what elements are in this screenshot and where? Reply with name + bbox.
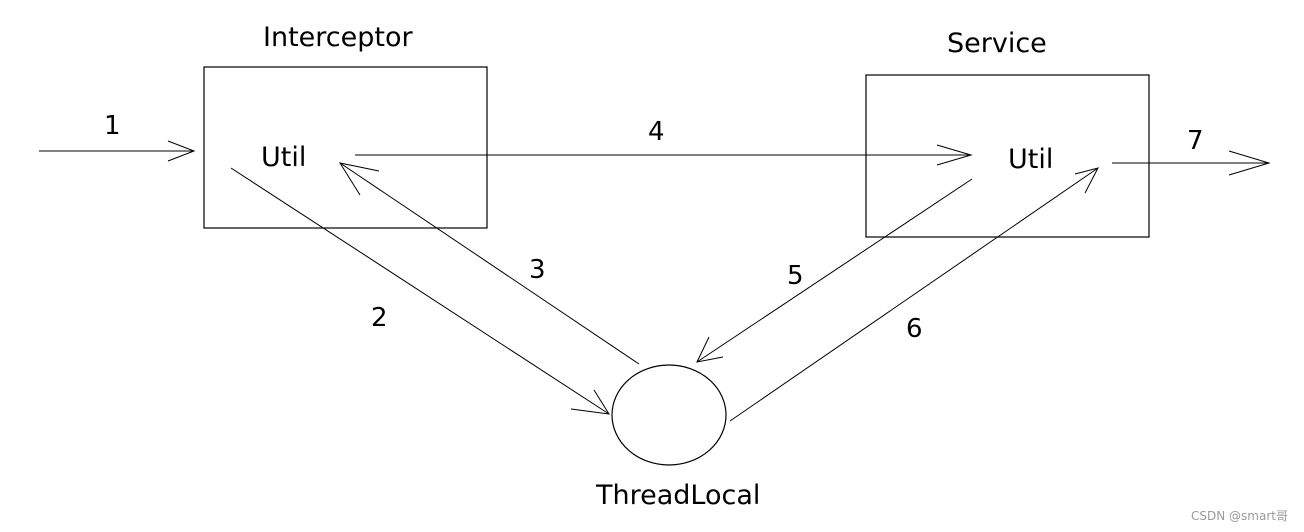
edge-1-label: 1 bbox=[104, 111, 121, 141]
interceptor-util-label: Util bbox=[261, 142, 306, 173]
service-box bbox=[865, 74, 1150, 238]
edge-4-arrowhead bbox=[936, 144, 973, 166]
edge-2: 2 bbox=[230, 167, 610, 415]
edge-6: 6 bbox=[729, 167, 1099, 422]
edge-3-line bbox=[339, 162, 640, 365]
edge-2-label: 2 bbox=[371, 303, 388, 333]
threadlocal-circle bbox=[611, 364, 727, 466]
edge-1: 1 bbox=[39, 111, 196, 162]
edge-6-line bbox=[729, 167, 1099, 422]
interceptor-title: Interceptor bbox=[263, 22, 413, 53]
edge-6-label: 6 bbox=[906, 314, 923, 344]
edge-3: 3 bbox=[338, 162, 640, 365]
edge-5-line bbox=[696, 178, 973, 363]
interceptor-node: Interceptor Util bbox=[203, 22, 488, 229]
service-title: Service bbox=[947, 28, 1047, 59]
edge-5: 5 bbox=[696, 178, 973, 363]
watermark: CSDN @smart哥 bbox=[1191, 509, 1288, 523]
edge-7: 7 bbox=[1112, 126, 1271, 176]
threadlocal-label: ThreadLocal bbox=[595, 480, 760, 511]
edge-5-arrowhead bbox=[696, 336, 724, 363]
edge-5-label: 5 bbox=[787, 261, 804, 291]
edge-3-label: 3 bbox=[529, 255, 546, 285]
edge-3-arrowhead bbox=[338, 162, 380, 196]
edge-4-label: 4 bbox=[648, 117, 665, 147]
edge-7-arrowhead bbox=[1228, 150, 1271, 176]
edge-2-line bbox=[230, 167, 610, 415]
service-node: Service Util bbox=[865, 28, 1150, 238]
threadlocal-node: ThreadLocal bbox=[595, 364, 760, 511]
edge-4: 4 bbox=[355, 117, 973, 166]
edge-2-arrowhead bbox=[570, 389, 610, 415]
edge-6-arrowhead bbox=[1074, 167, 1099, 194]
edge-1-arrowhead bbox=[167, 140, 196, 162]
service-util-label: Util bbox=[1008, 144, 1053, 175]
interceptor-box bbox=[203, 66, 488, 229]
edge-7-label: 7 bbox=[1187, 126, 1204, 156]
